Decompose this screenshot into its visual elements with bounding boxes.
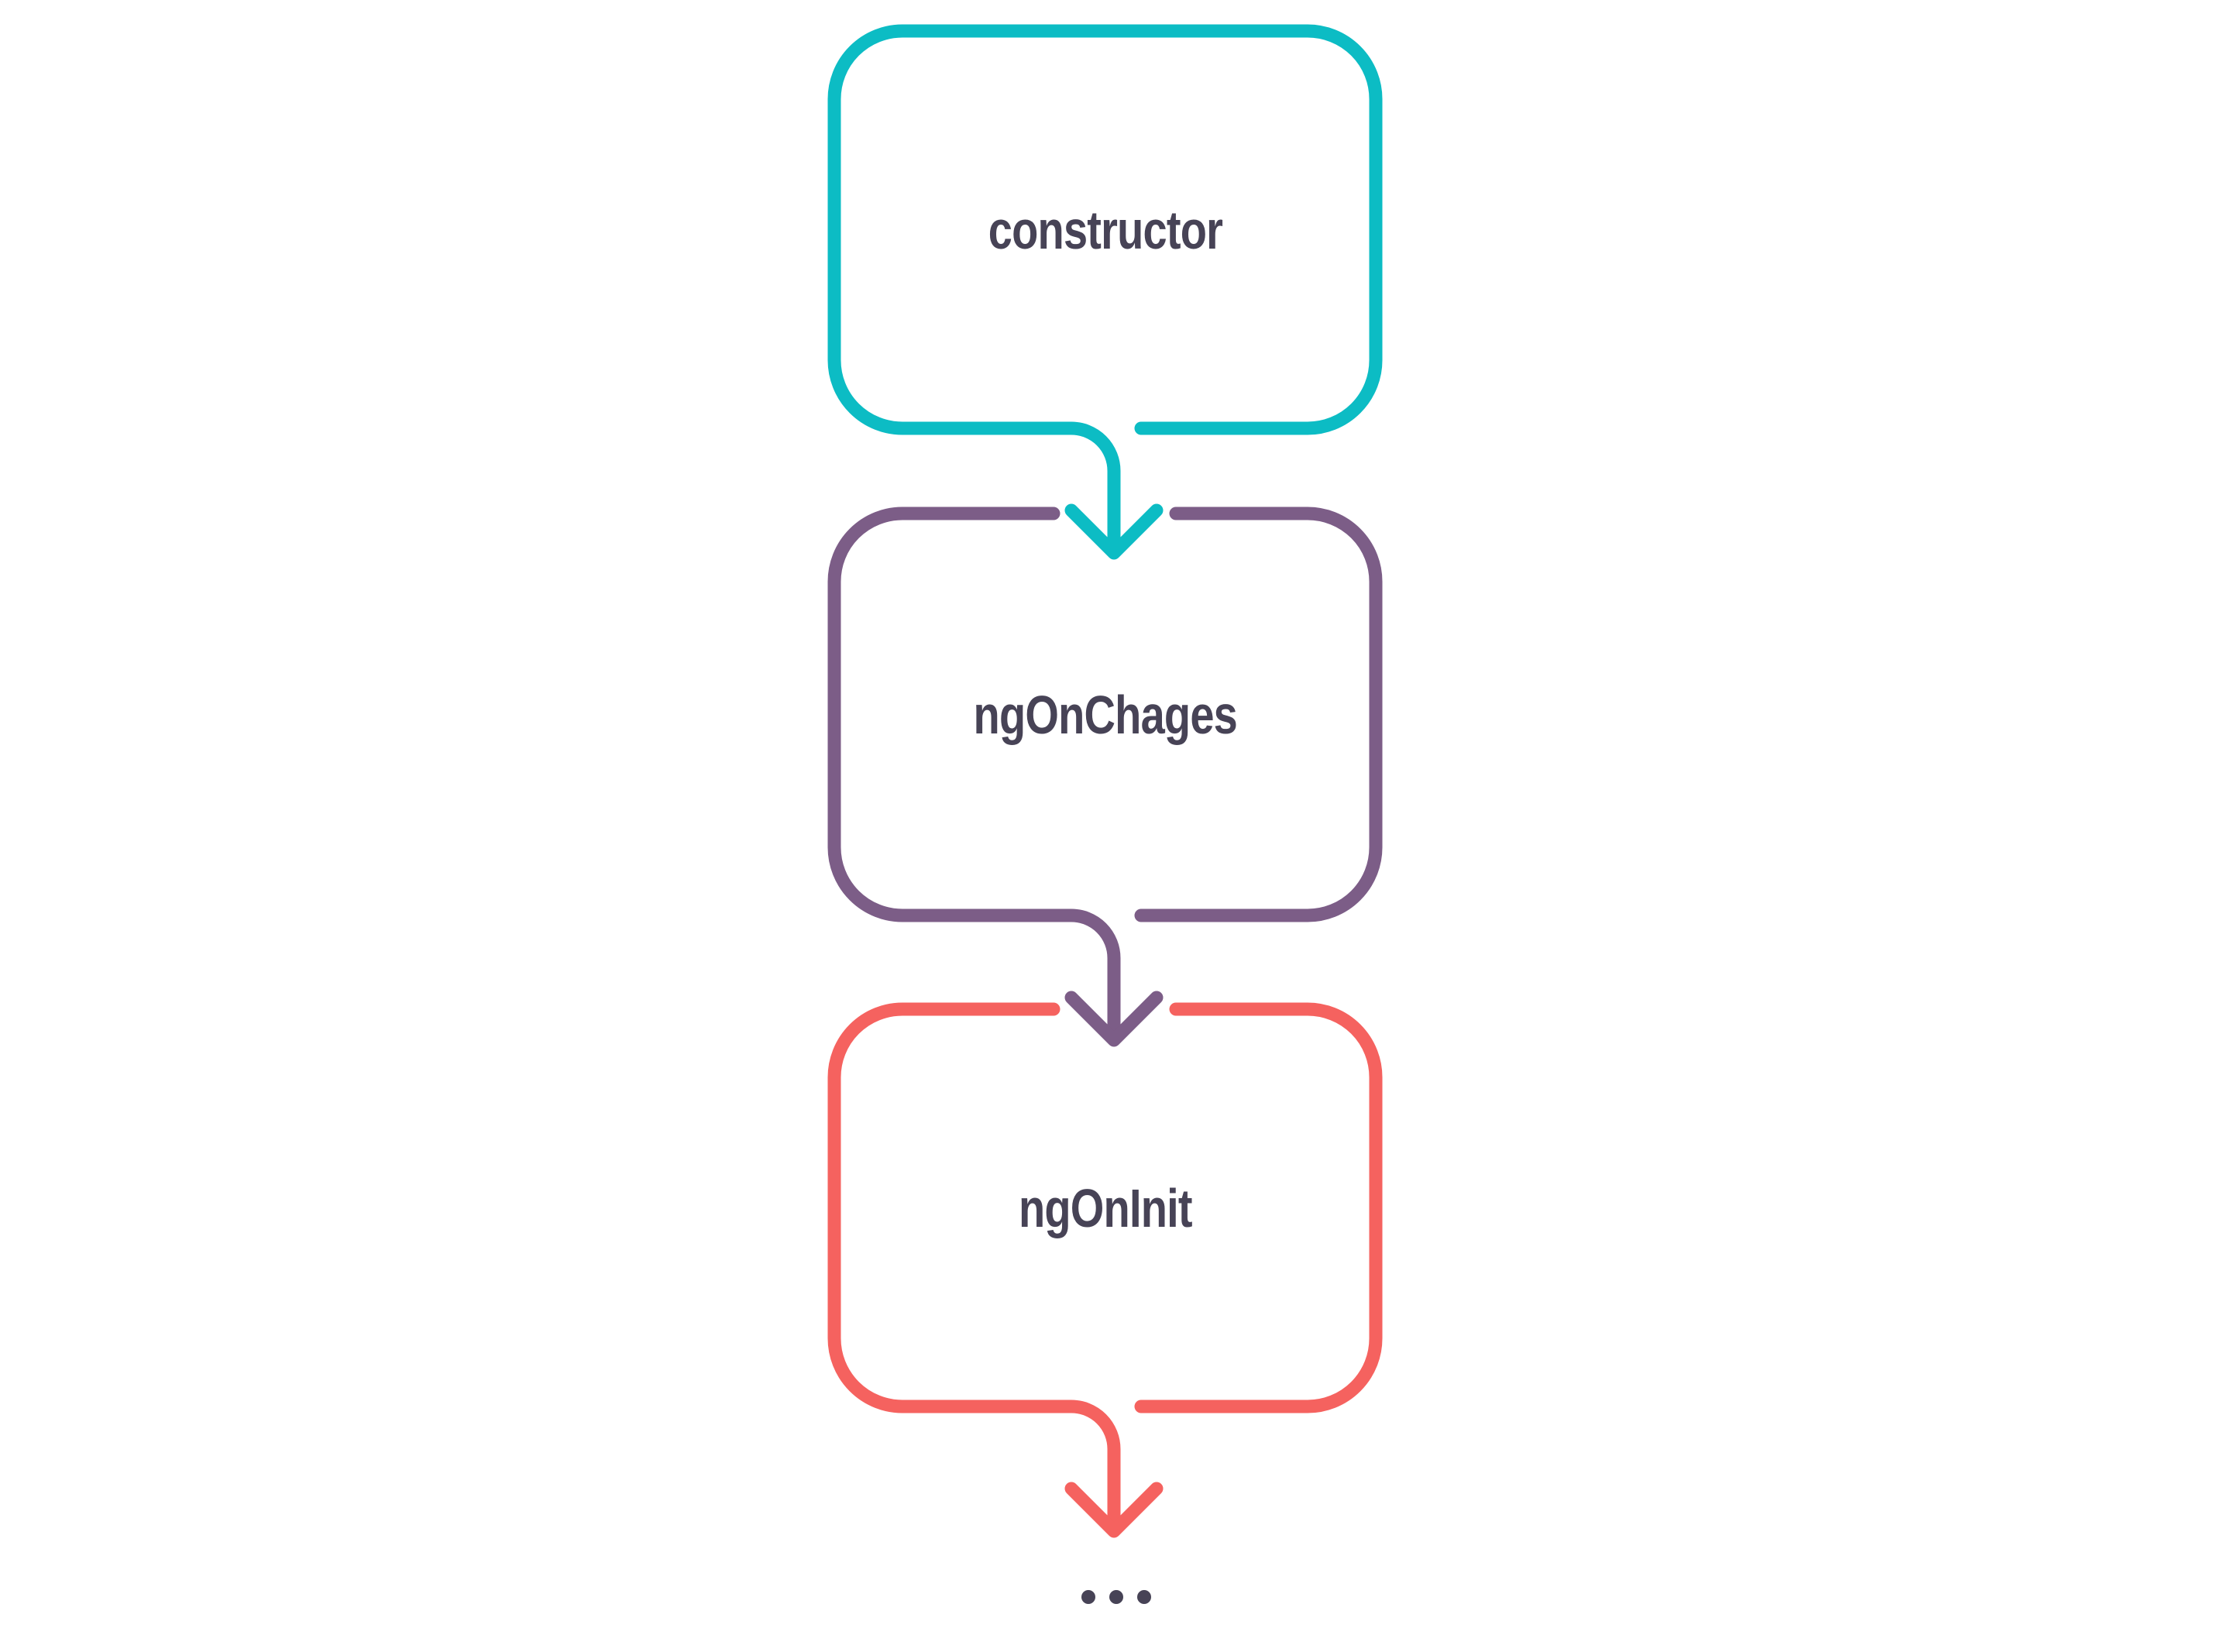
ellipsis-dot (1081, 1590, 1095, 1604)
node-ngoninit: ngOnInit (834, 1009, 1376, 1406)
node-ngonchages: ngOnChages (834, 513, 1376, 915)
ngoninit-box-border-left (827, 1002, 1121, 1532)
node-ngoninit-group (827, 1002, 1383, 1538)
node-ngonchages-label: ngOnChages (973, 684, 1237, 745)
ellipsis-dot (1109, 1590, 1123, 1604)
ngoninit-box-border-right (1134, 1002, 1383, 1413)
ngonchages-box-border-left (827, 507, 1121, 1041)
arrow-down-icon (1064, 503, 1164, 560)
node-ngoninit-label: ngOnInit (1018, 1177, 1193, 1238)
node-constructor-label: constructor (988, 199, 1222, 260)
constructor-box-border (827, 24, 1383, 554)
node-constructor-group (827, 24, 1383, 560)
arrow-down-icon (1064, 991, 1164, 1047)
ellipsis-indicator (1081, 1590, 1151, 1604)
node-ngonchages-group (827, 507, 1383, 1047)
node-constructor: constructor (834, 31, 1376, 428)
ellipsis-dot (1137, 1590, 1151, 1604)
ngonchages-box-border-right (1134, 507, 1383, 922)
arrow-down-icon (1064, 1482, 1164, 1538)
